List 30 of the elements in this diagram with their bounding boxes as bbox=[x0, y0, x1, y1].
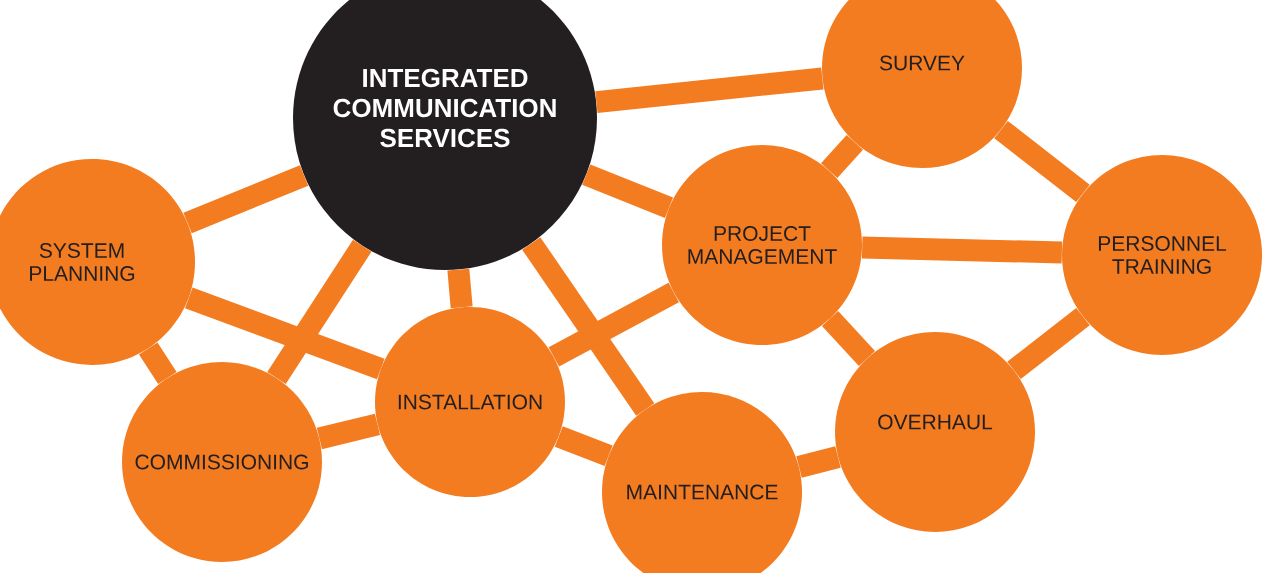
service-circle bbox=[122, 362, 322, 562]
connector-band bbox=[183, 165, 309, 234]
service-circle bbox=[1062, 155, 1262, 355]
connector-band bbox=[994, 120, 1090, 203]
connector-band bbox=[822, 311, 876, 366]
node-label: MAINTENANCE bbox=[627, 484, 778, 500]
node-label: SYSTEM PLANNING bbox=[30, 243, 135, 281]
node-label: SURVEY bbox=[880, 55, 965, 71]
node-label: PROJECT MANAGEMENT bbox=[688, 226, 837, 264]
connector-band bbox=[522, 237, 655, 416]
service-circle bbox=[375, 307, 565, 497]
connector-band bbox=[267, 239, 372, 384]
connector-band bbox=[796, 446, 841, 478]
service-circle bbox=[835, 332, 1035, 532]
connector-band bbox=[582, 164, 674, 218]
connector-band bbox=[554, 426, 613, 467]
node-label: PERSONNEL TRAINING bbox=[1098, 236, 1227, 274]
node-label: COMMISSIONING bbox=[135, 454, 308, 470]
node-label: INTEGRATED COMMUNICATION SERVICES bbox=[333, 68, 556, 148]
connector-band bbox=[139, 342, 177, 384]
connector-band bbox=[316, 413, 381, 450]
service-circle bbox=[662, 145, 862, 345]
connector-band bbox=[1007, 307, 1090, 380]
connector-band bbox=[821, 134, 863, 179]
connector-band bbox=[595, 67, 824, 114]
connector-band bbox=[447, 268, 473, 309]
connector-band bbox=[861, 236, 1063, 264]
node-label: OVERHAUL bbox=[878, 414, 993, 430]
node-label: INSTALLATION bbox=[398, 394, 542, 410]
connector-band bbox=[184, 287, 385, 380]
